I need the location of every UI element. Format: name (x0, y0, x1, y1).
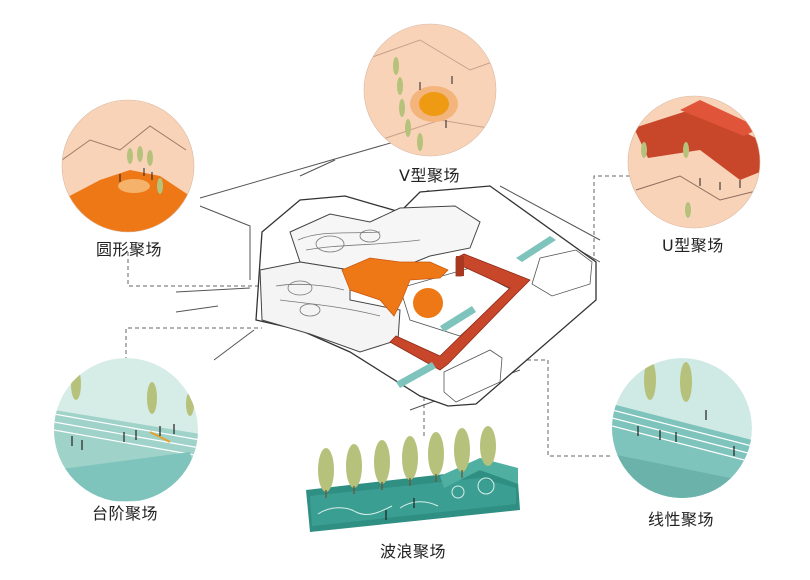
circle-plaza-outline (61, 99, 195, 233)
site-plan (255, 185, 597, 407)
circle-plaza-plan (413, 288, 443, 318)
wave-plaza-label: 波浪聚场 (380, 542, 447, 561)
linear-strips (396, 236, 556, 388)
v-plaza-circle-outline (363, 23, 497, 157)
building-contours (275, 229, 421, 317)
leader-u-plaza (560, 175, 630, 263)
wave-plaza-vignette (306, 426, 520, 532)
u-frame-post (456, 256, 464, 276)
east-block (531, 249, 593, 297)
u-plaza-label: U型聚场 (662, 236, 724, 255)
v-plaza-roof (341, 257, 449, 317)
u-plaza-vignette (628, 96, 760, 228)
v-plaza-vignette (364, 24, 496, 156)
circle-plaza-vignette (62, 100, 194, 232)
linear-plaza-label: 线性聚场 (648, 510, 715, 529)
u-plaza-outline (627, 95, 761, 229)
step-plaza-label: 台阶聚场 (92, 504, 159, 523)
south-block (443, 349, 503, 403)
circle-plaza-label: 圆形聚场 (96, 240, 163, 259)
v-plaza-label: V型聚场 (399, 166, 460, 185)
leader-linear-plaza (520, 359, 610, 457)
step-plaza-vignette (54, 358, 198, 502)
linear-plaza-vignette (612, 358, 752, 498)
